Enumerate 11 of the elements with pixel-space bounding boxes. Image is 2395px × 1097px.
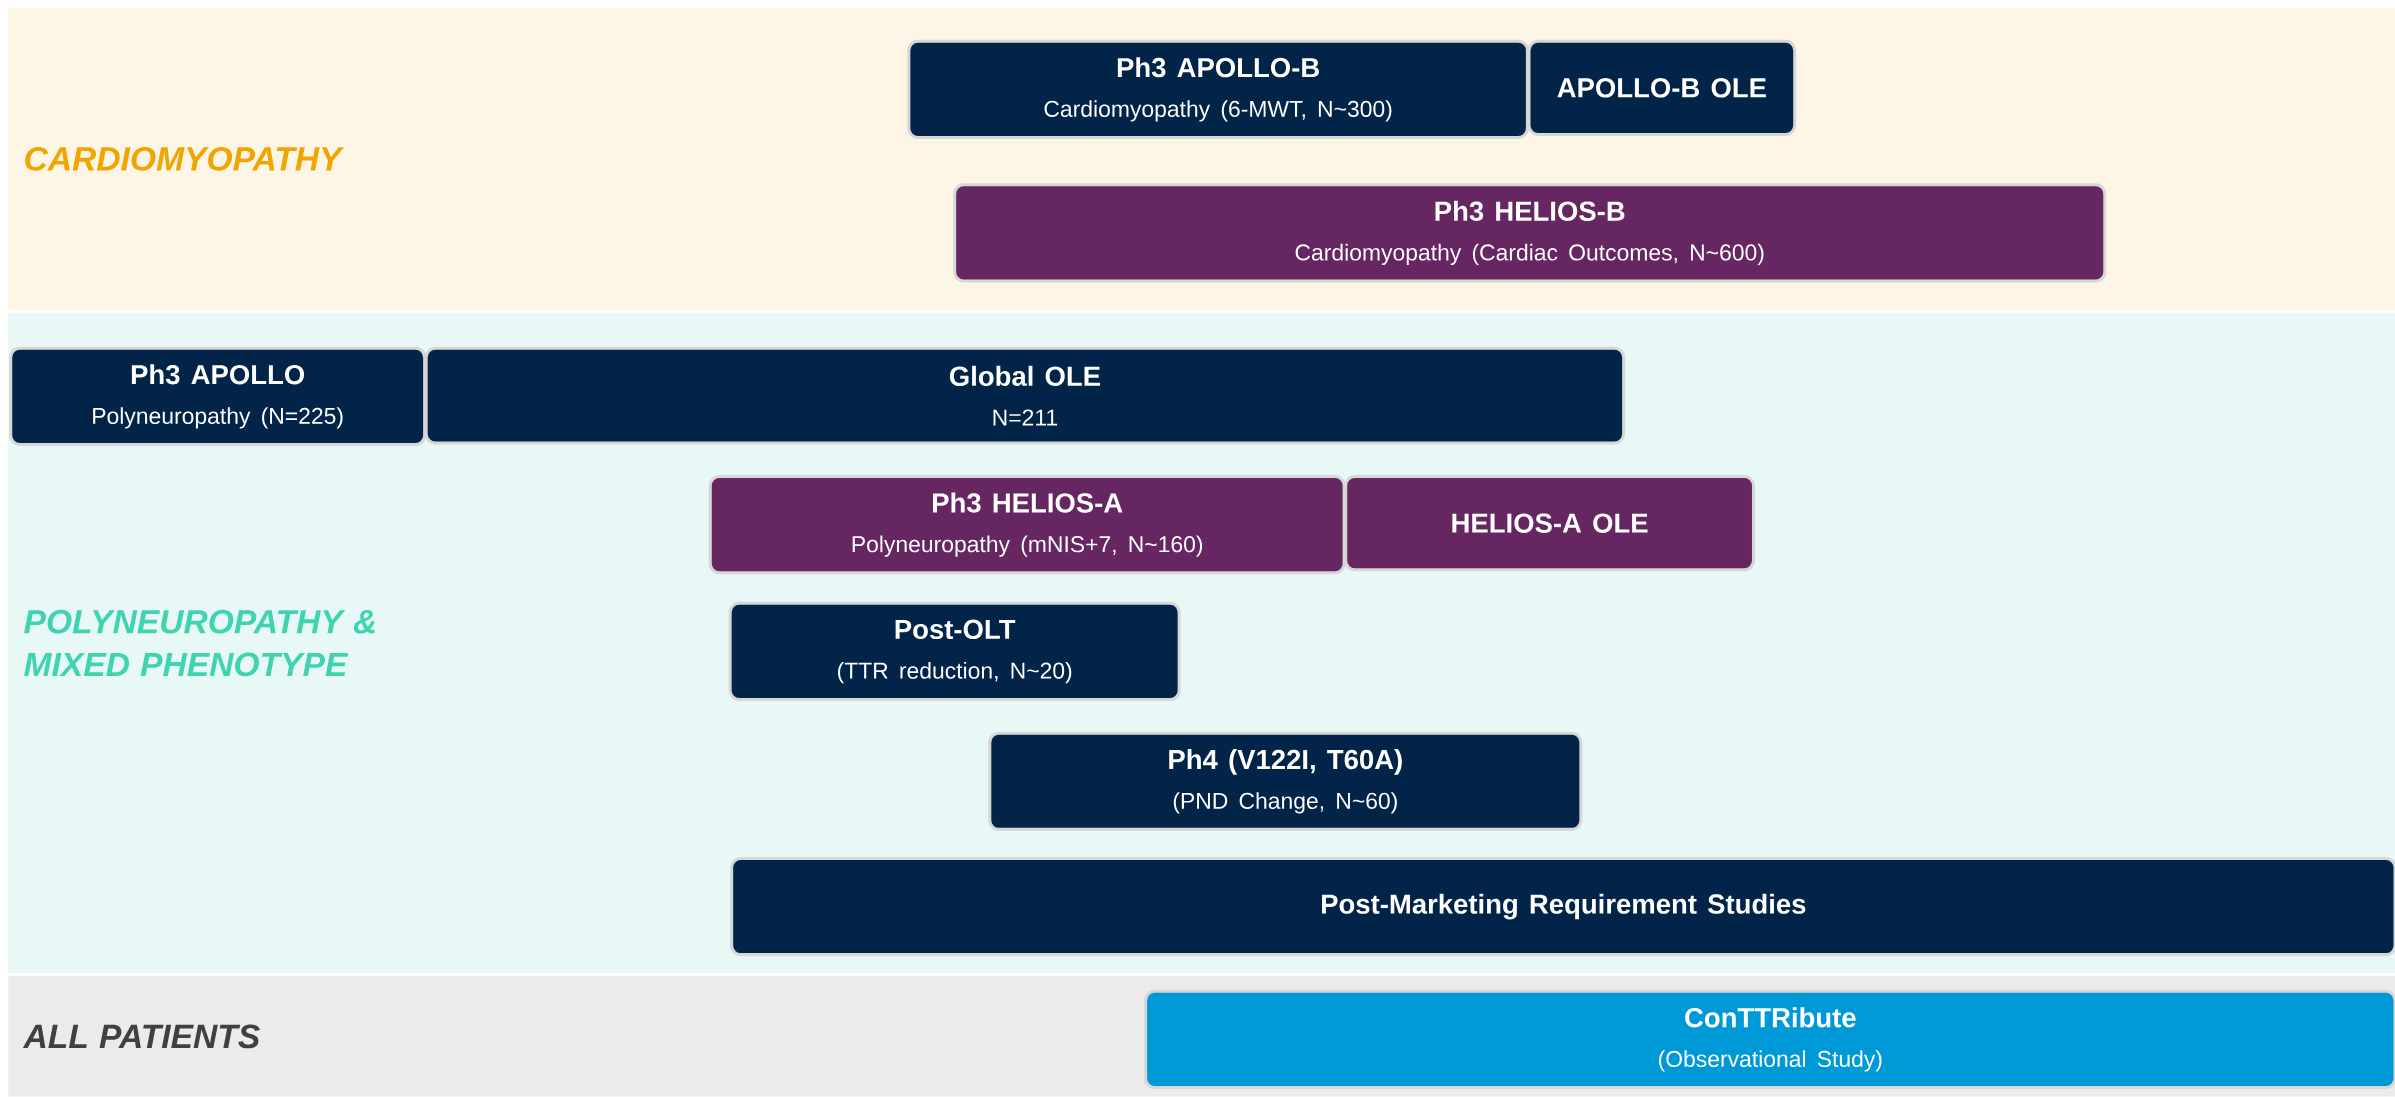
study-bar: ConTTRibute (Observational Study): [1144, 989, 2395, 1090]
study-bar: Post-OLT (TTR reduction, N~20): [728, 601, 1181, 702]
study-bar: Ph3 HELIOS-A Polyneuropathy (mNIS+7, N~160): [708, 475, 1346, 575]
study-bar: Ph3 APOLLO Polyneuropathy (N=225): [9, 346, 427, 447]
study-bar: HELIOS-A OLE: [1344, 475, 1756, 572]
study-bar: APOLLO-B OLE: [1527, 39, 1797, 137]
study-bar: Ph4 (V122I, T60A) (PND Change, N~60): [988, 731, 1583, 832]
study-bar: Post-Marketing Requirement Studies: [730, 857, 2395, 957]
study-bar: Ph3 HELIOS-B Cardiomyopathy (Cardiac Outcomes, N~600): [953, 183, 2107, 283]
study-bar: Global OLE N=211: [424, 346, 1626, 445]
study-bar: Ph3 APOLLO-B Cardiomyopathy (6-MWT, N~300): [907, 39, 1529, 140]
